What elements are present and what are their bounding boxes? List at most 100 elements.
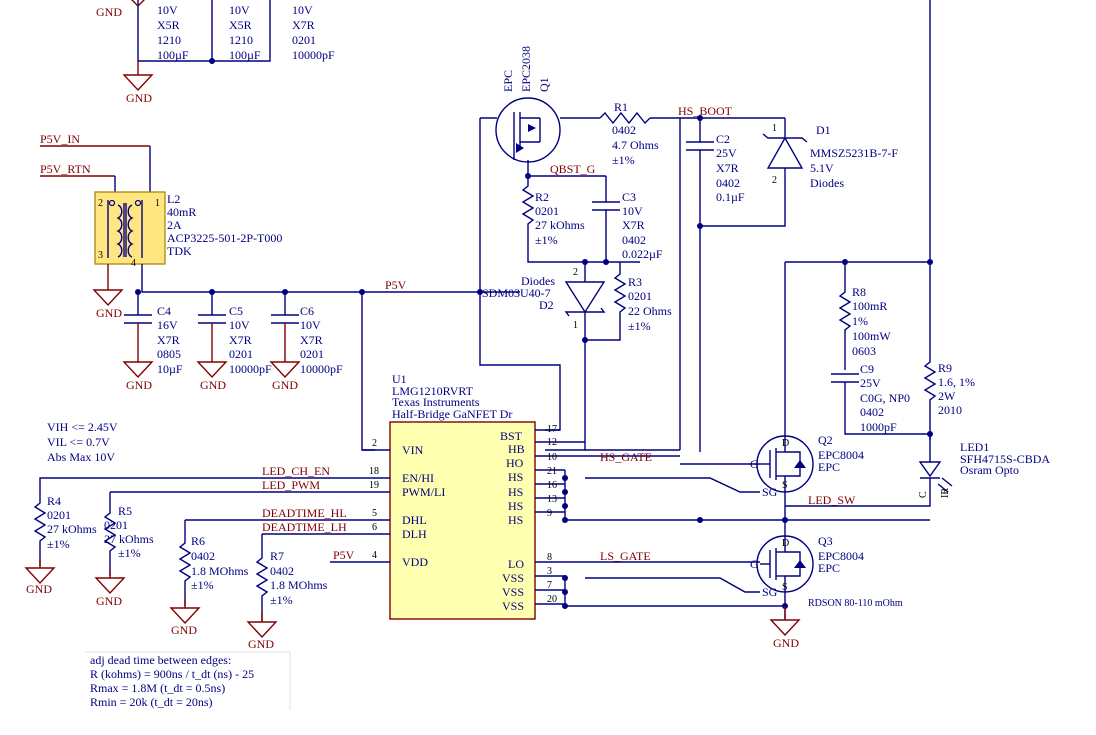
l2-pin-3: 3	[98, 250, 103, 261]
r5-value: 27 kOhms	[104, 532, 154, 546]
r1-resistor	[599, 111, 651, 125]
net-deadtime-lh: DEADTIME_LH	[262, 520, 347, 534]
r8-package: 0603	[852, 344, 876, 358]
r3-ref: R3	[628, 275, 642, 289]
c9-ref: C9	[860, 362, 874, 376]
c4-capacitor	[122, 292, 154, 379]
u1-pin-13-num: 13	[547, 494, 557, 505]
gnd-label-r7: GND	[248, 637, 274, 651]
r2-package: 0201	[535, 204, 559, 218]
r7-value: 1.8 MOhms	[270, 578, 328, 592]
r3-tolerance: ±1%	[628, 319, 651, 333]
led1-ref: LED1	[960, 440, 989, 454]
u1-pin-hs-4: HS	[508, 513, 523, 527]
q1-part: EPC2038	[519, 46, 533, 92]
d1-pin-2: 2	[772, 175, 777, 186]
c2-ref: C2	[716, 132, 730, 146]
top-cap-c: 10V X7R 0201 10000pF	[292, 3, 335, 62]
l2-pin-4: 4	[131, 258, 136, 269]
r5-resistor	[103, 505, 117, 576]
c5-value: 10000pF	[229, 362, 272, 376]
note-deadtime-title: adj dead time between edges:	[90, 653, 231, 667]
r5-package: 0201	[104, 518, 128, 532]
gnd-label-c4: GND	[126, 378, 152, 392]
net-ls-gate: LS_GATE	[600, 549, 651, 563]
u1-pin-hs-2: HS	[508, 485, 523, 499]
q2-pin-d: D	[782, 438, 789, 449]
top-cap-b-dielectric: X5R	[229, 18, 252, 32]
u1-pin-4-num: 4	[372, 550, 377, 561]
r3-value: 22 Ohms	[628, 304, 672, 318]
led1-pin-c: C	[918, 491, 929, 498]
u1-gate-driver	[389, 421, 536, 620]
net-led-sw: LED_SW	[808, 493, 856, 507]
top-cap-a-value: 100µF	[157, 48, 189, 62]
logic-level-note: VIH <= 2.45V VIL <= 0.7V Abs Max 10V	[47, 420, 118, 464]
c2-voltage: 25V	[716, 146, 737, 160]
d2-ref: D2	[539, 298, 554, 312]
l2-part: ACP3225-501-2P-T000	[167, 231, 282, 245]
r4-ref: R4	[47, 494, 61, 508]
q2-pin-s: S	[782, 480, 788, 491]
c4-ref: C4	[157, 304, 171, 318]
u1-pin-20-num: 20	[547, 594, 557, 605]
gnd-label-r4: GND	[26, 582, 52, 596]
u1-desc: Half-Bridge GaNFET Dr	[392, 407, 512, 421]
d2-pin-2: 2	[573, 267, 578, 278]
d2-schottky	[564, 262, 606, 340]
r7-ref: R7	[270, 549, 284, 563]
c4-package: 0805	[157, 347, 181, 361]
d1-part: MMSZ5231B-7-F	[810, 146, 898, 160]
r9-package: 2010	[938, 403, 962, 417]
c2-capacitor	[686, 118, 714, 452]
d2-pin-1: 1	[573, 320, 578, 331]
d1-zener	[700, 118, 808, 227]
u1-pin-12-num: 12	[547, 437, 557, 448]
d1-voltage: 5.1V	[810, 161, 834, 175]
u1-pin-hs-3: HS	[508, 499, 523, 513]
q3-part: EPC8004	[818, 549, 864, 563]
u1-pin-8-num: 8	[547, 552, 552, 563]
u1-pin-vss-1: VSS	[502, 571, 524, 585]
r2-tolerance: ±1%	[535, 233, 558, 247]
c5-voltage: 10V	[229, 318, 250, 332]
note-deadtime-rmin: Rmin = 20k (t_dt = 20ns)	[90, 695, 213, 709]
net-p5v-in: P5V_IN	[40, 132, 80, 146]
c9-value: 1000pF	[860, 420, 897, 434]
r8-ref: R8	[852, 285, 866, 299]
r9-value: 1.6, 1%	[938, 375, 975, 389]
r7-resistor	[255, 550, 269, 621]
d1-mfr: Diodes	[810, 176, 844, 190]
deadtime-note: adj dead time between edges: R (kohms) =…	[85, 651, 291, 710]
c6-dielectric: X7R	[300, 333, 323, 347]
note-deadtime-formula: R (kohms) = 900ns / t_dt (ns) - 25	[90, 667, 254, 681]
top-cap-b: 10V X5R 1210 100µF	[229, 3, 261, 62]
net-p5v-rtn: P5V_RTN	[40, 162, 91, 176]
u1-pin-vss-3: VSS	[502, 599, 524, 613]
r3-resistor	[613, 262, 627, 320]
q2-pin-sg: SG	[762, 485, 778, 499]
r1-package: 0402	[612, 123, 636, 137]
c6-capacitor	[269, 292, 301, 379]
note-vih: VIH <= 2.45V	[47, 420, 118, 434]
led1-part: SFH4715S-CBDA	[960, 452, 1050, 466]
r4-package: 0201	[47, 508, 71, 522]
net-hs-boot: HS_BOOT	[678, 104, 733, 118]
l2-common-mode-choke	[94, 191, 166, 265]
u1-pin-vin: VIN	[402, 443, 424, 457]
r8-resistor	[838, 262, 852, 370]
l2-current: 2A	[167, 218, 182, 232]
c3-package: 0402	[622, 233, 646, 247]
r6-resistor	[178, 535, 192, 606]
c3-ref: C3	[622, 190, 636, 204]
gnd-label-r5: GND	[96, 594, 122, 608]
r8-tolerance: 1%	[852, 314, 868, 328]
c3-voltage: 10V	[622, 204, 643, 218]
q2-mfr: EPC	[818, 460, 840, 474]
u1-pin-2-num: 2	[372, 438, 377, 449]
c6-ref: C6	[300, 304, 314, 318]
q3-pin-sg: SG	[762, 585, 778, 599]
gnd-label-top: GND	[126, 91, 152, 105]
u1-pin-bst: BST	[500, 429, 523, 443]
c5-capacitor	[196, 292, 228, 379]
